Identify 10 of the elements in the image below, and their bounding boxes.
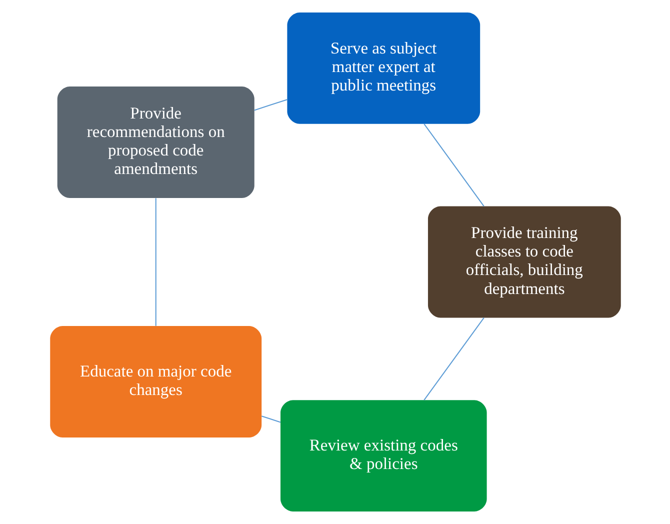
node-box: Provide training classes to code officials, building departments <box>427 206 620 318</box>
node-box: Serve as subject matter expert at public meetings <box>286 12 480 124</box>
node-box: Provide recommendations on proposed code amendments <box>56 86 254 198</box>
connector <box>154 198 156 326</box>
connector <box>423 317 484 400</box>
connector <box>423 124 484 207</box>
connector <box>260 416 280 423</box>
connector <box>254 99 287 111</box>
node-box: Educate on major code changes <box>50 326 262 438</box>
node-box: Review existing codes & policies <box>280 400 486 512</box>
